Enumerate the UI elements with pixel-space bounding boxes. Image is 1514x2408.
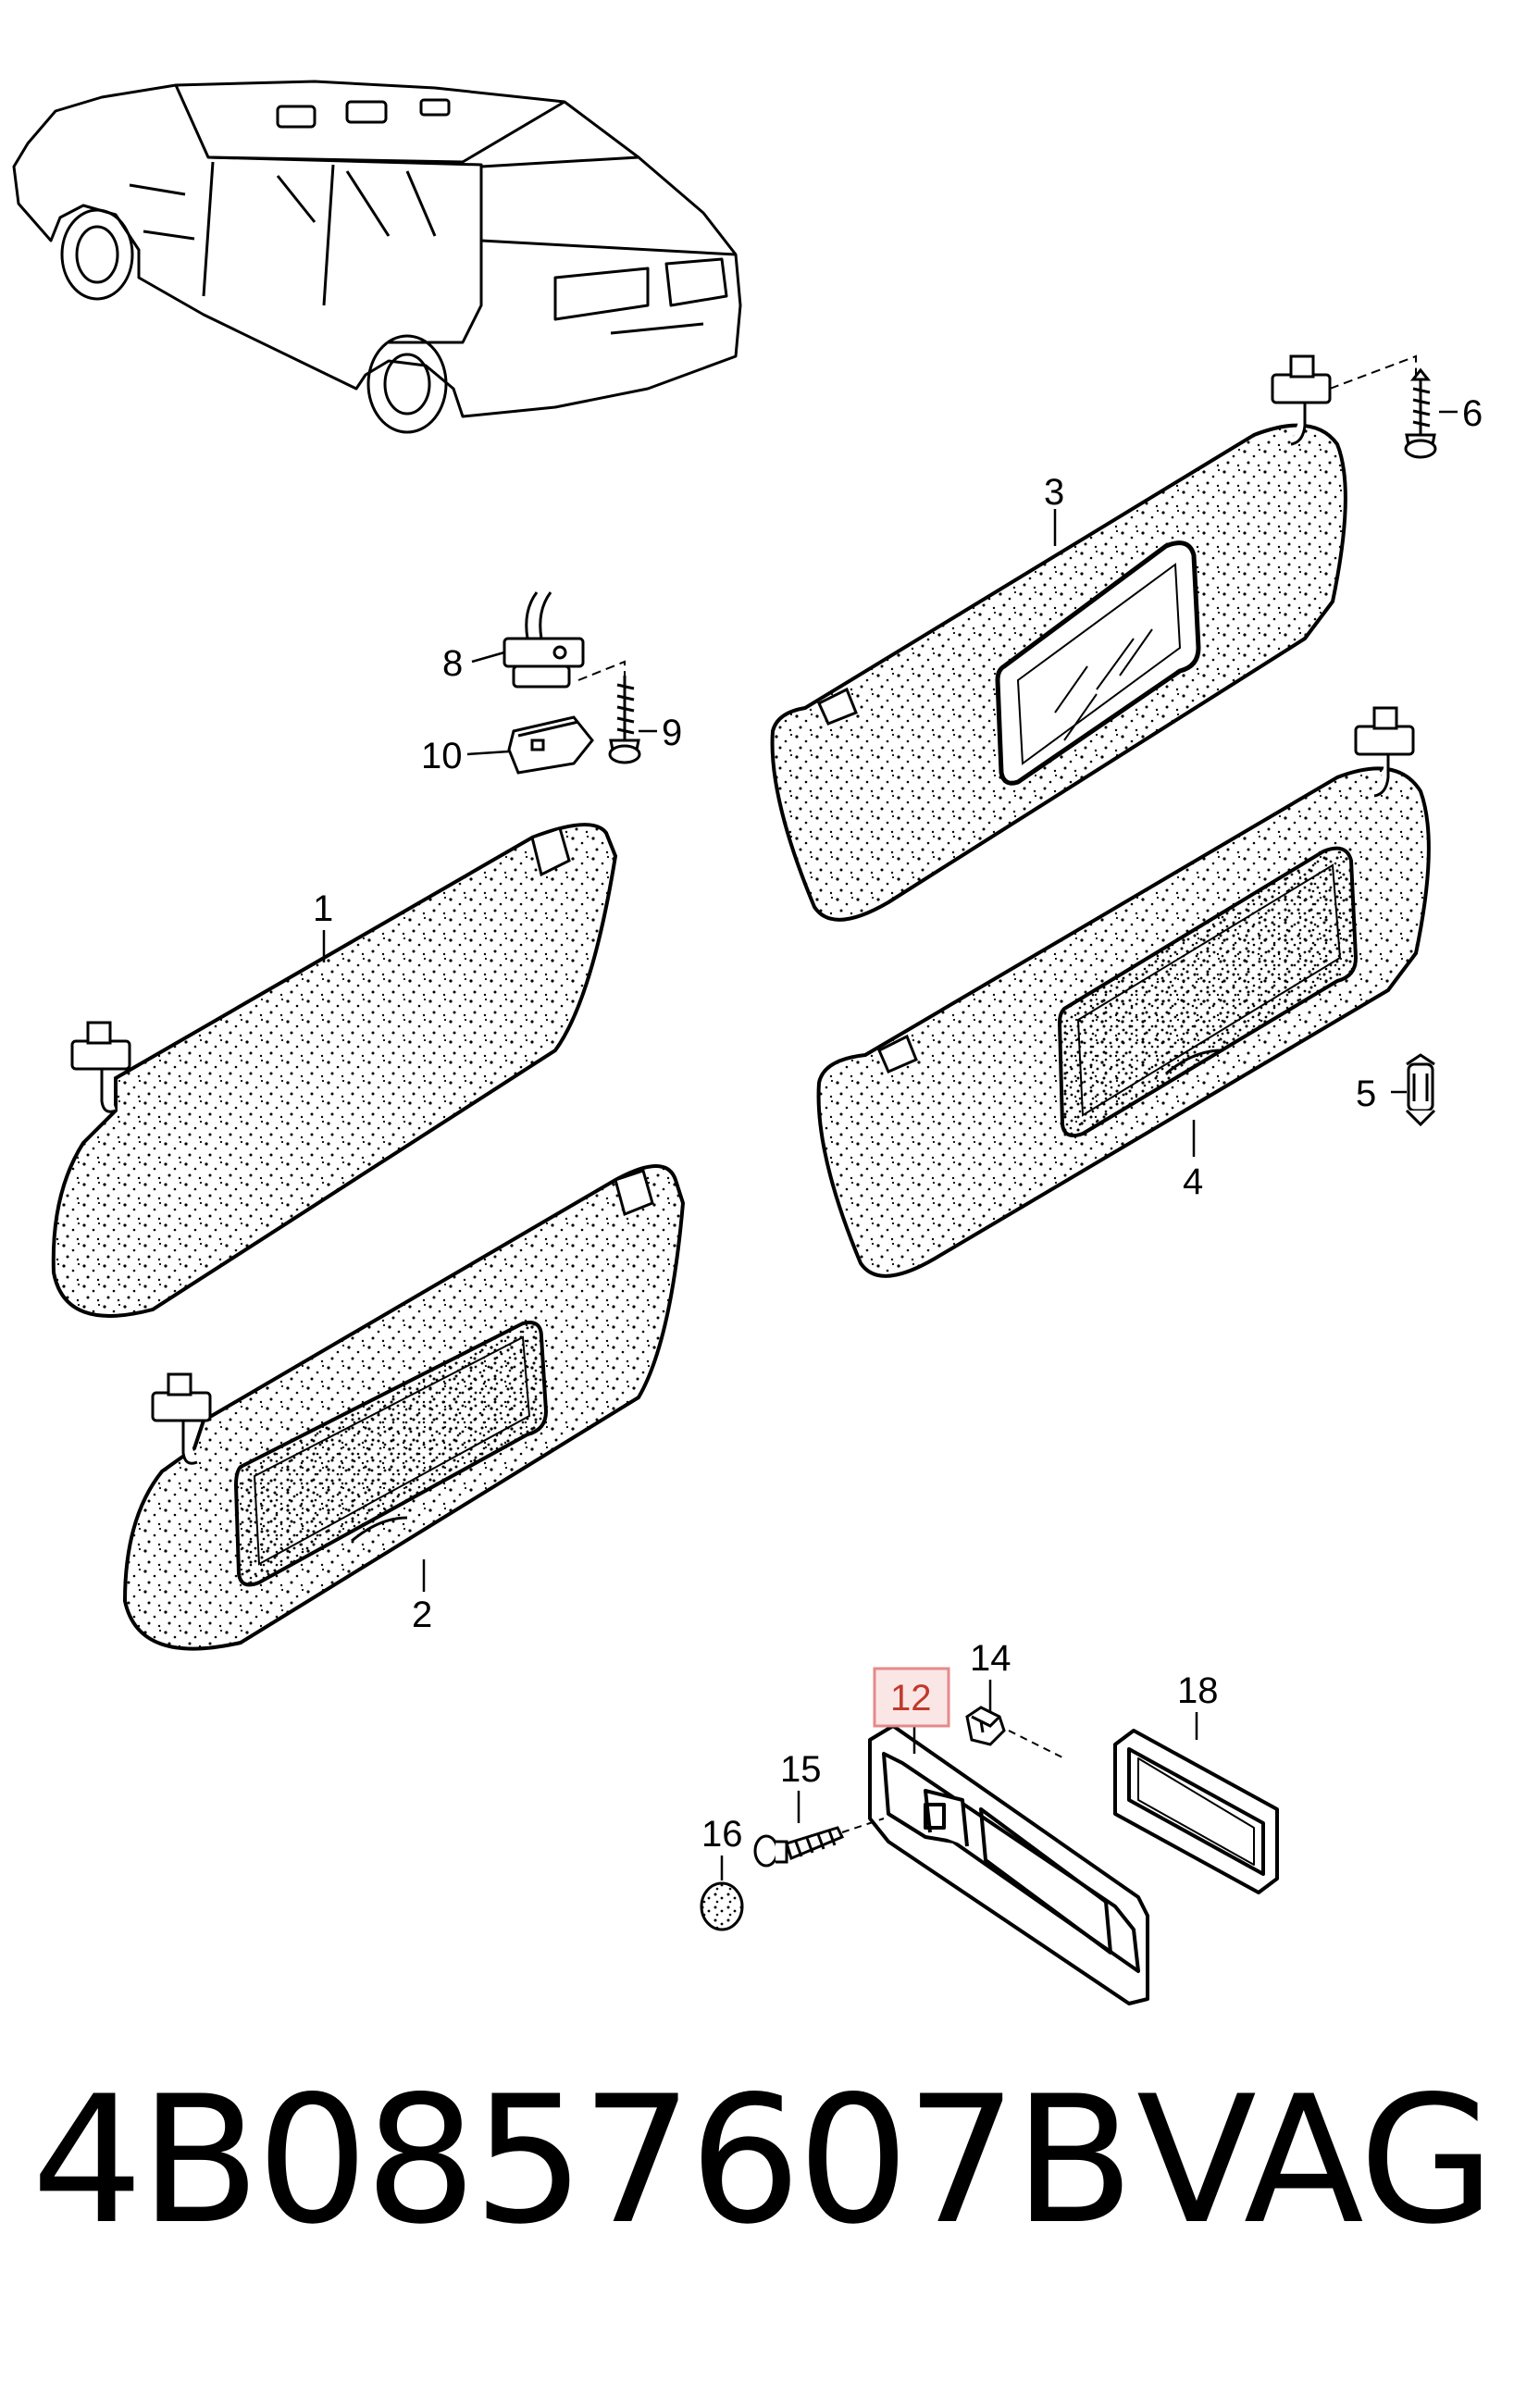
callout-8: 8: [442, 643, 463, 684]
callout-12-highlight-box: [873, 1667, 950, 1728]
callout-12: 12: [890, 1678, 932, 1719]
callout-numbers: 1 2 3 4 5 6 8 9 10 12 14 15 16 18: [313, 393, 1483, 1855]
sun-visor-with-mirror-right: [816, 706, 1431, 1278]
visor-mount-bracket-right: [1271, 354, 1332, 446]
screw-part-15: [753, 1826, 845, 1868]
callout-leader-lines: [322, 410, 1458, 1880]
screw-part-9: [608, 676, 641, 764]
sun-visor-plain-left: [51, 823, 618, 1318]
callout-16: 16: [701, 1814, 743, 1855]
callout-10: 10: [421, 736, 463, 776]
mount-bracket-part-8: [503, 591, 585, 689]
brand-label: VAG: [1136, 2058, 1495, 2263]
callout-1: 1: [313, 888, 333, 929]
callout-3: 3: [1044, 472, 1064, 513]
visor-mount-bracket-right: [1354, 706, 1415, 798]
callout-4: 4: [1183, 1161, 1203, 1202]
callout-5: 5: [1356, 1074, 1376, 1114]
bulb-part-5: [1405, 1053, 1436, 1127]
car-illustration: [12, 80, 742, 434]
clip-part-14: [965, 1706, 1006, 1746]
sun-visor-with-window-right: [770, 354, 1347, 922]
cap-part-16: [700, 1881, 744, 1931]
callout-14: 14: [970, 1638, 1011, 1679]
visor-mount-bracket: [151, 1372, 212, 1465]
callout-18: 18: [1177, 1670, 1219, 1711]
callout-6: 6: [1462, 393, 1483, 434]
callout-9: 9: [662, 713, 682, 753]
screw-part-6: [1404, 367, 1437, 459]
light-cover-part-18: [1113, 1729, 1279, 1894]
callout-2: 2: [412, 1595, 432, 1635]
part-number-label: 4B0857607B: [31, 2058, 1135, 2263]
callout-15: 15: [780, 1749, 822, 1790]
cover-cap-part-10: [507, 715, 594, 775]
mirror-frame-part-12: [868, 1724, 1149, 2005]
visor-mount-bracket: [70, 1021, 131, 1113]
sun-visor-with-mirror-left: [122, 1164, 686, 1651]
